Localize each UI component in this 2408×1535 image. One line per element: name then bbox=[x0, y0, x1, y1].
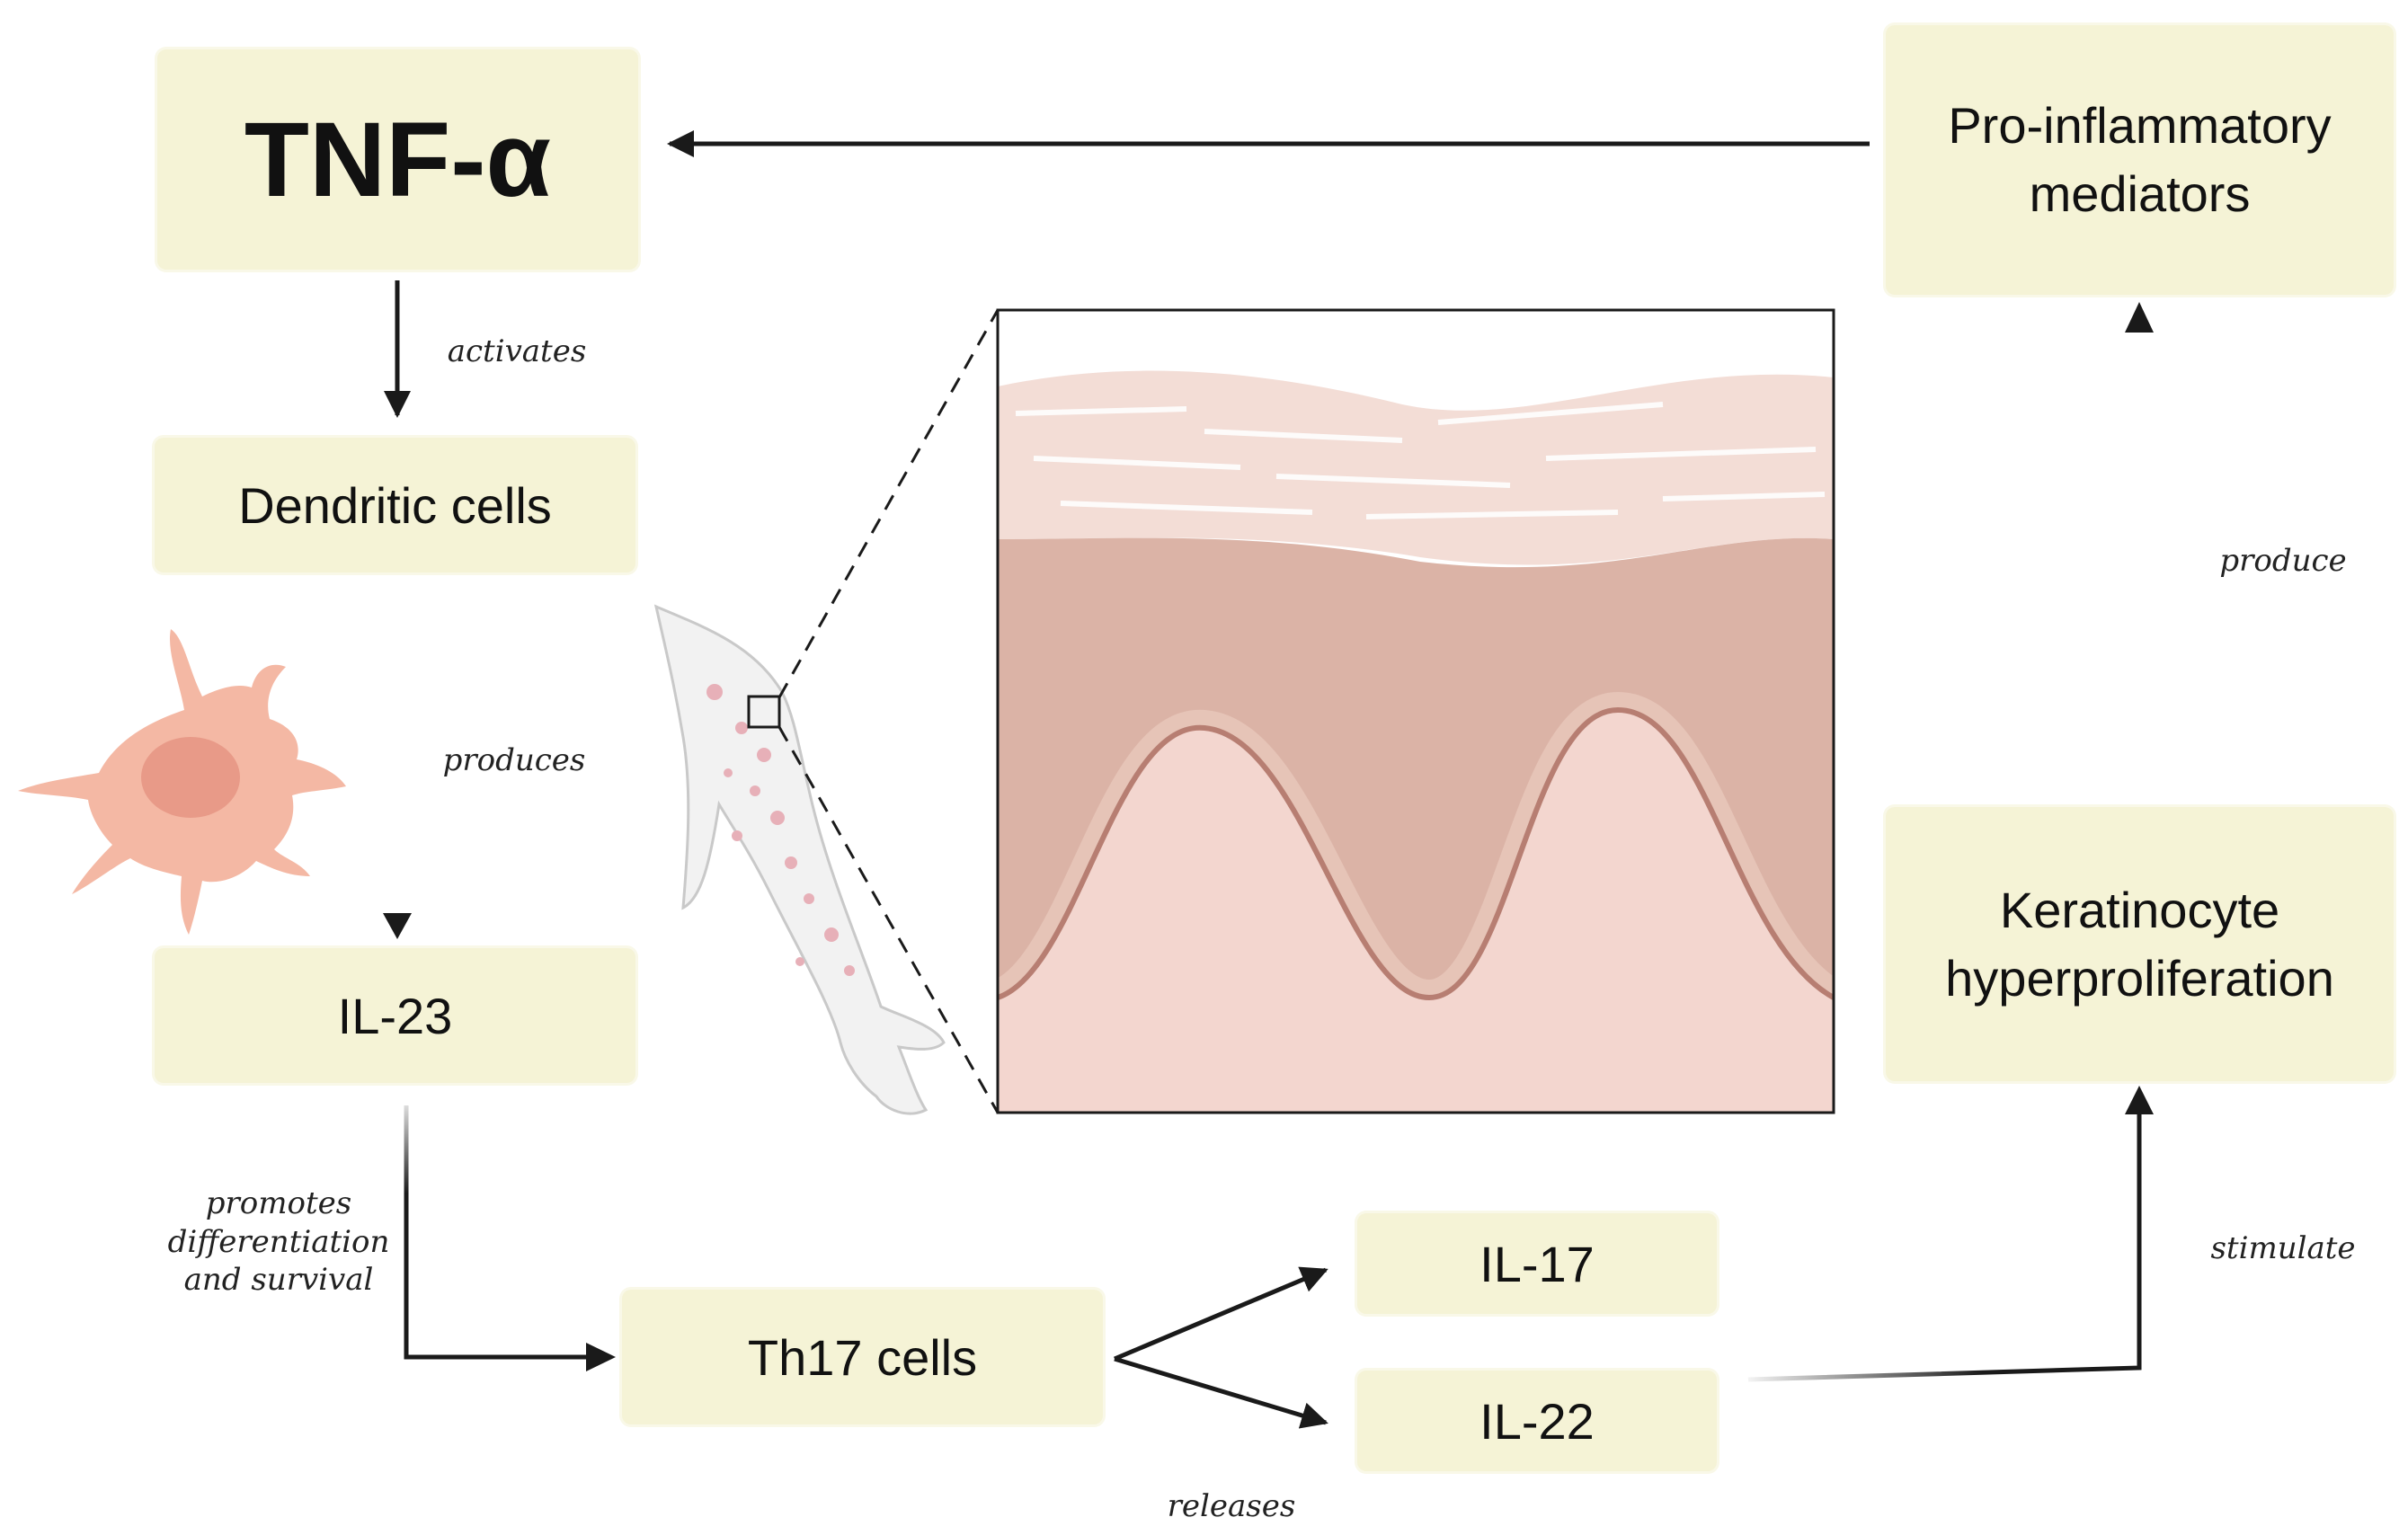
dendritic-cells-node: Dendritic cells bbox=[155, 438, 635, 572]
il23-node: IL-23 bbox=[155, 948, 635, 1083]
promotes-line3: and survival bbox=[183, 1262, 374, 1298]
arrow-il23-to-th17 bbox=[404, 1105, 593, 1360]
edge-label-activates: activates bbox=[447, 333, 587, 369]
il17-label: IL-17 bbox=[1479, 1235, 1595, 1292]
promotes-line1: promotes bbox=[205, 1185, 352, 1221]
keratinocyte-label-line2: hyperproliferation bbox=[1945, 949, 2334, 1007]
edge-label-produces: produces bbox=[442, 742, 586, 778]
dendritic-cells-label: Dendritic cells bbox=[238, 476, 552, 534]
keratinocyte-label-line1: Keratinocyte bbox=[1999, 881, 2280, 938]
th17-cells-label: Th17 cells bbox=[747, 1328, 978, 1386]
il22-label: IL-22 bbox=[1479, 1392, 1595, 1450]
arm-illustration bbox=[653, 604, 946, 1115]
il23-label: IL-23 bbox=[337, 987, 453, 1044]
arrow-th17-to-il17 bbox=[1114, 1266, 1328, 1362]
dendritic-cell-icon bbox=[18, 629, 346, 935]
il22-node: IL-22 bbox=[1357, 1371, 1717, 1471]
arrow-il22-to-keratinocyte bbox=[1747, 1105, 2142, 1382]
skin-cross-section bbox=[998, 310, 1834, 1113]
edge-label-produce: produce bbox=[2219, 543, 2347, 579]
edge-label-promotes: promotes differentiation and survival bbox=[153, 1185, 404, 1300]
arrow-th17-to-il22 bbox=[1114, 1356, 1328, 1429]
tnf-alpha-node: TNF-α bbox=[157, 49, 638, 270]
th17-cells-node: Th17 cells bbox=[622, 1290, 1103, 1424]
keratinocyte-hyperproliferation-node: Keratinocyte hyperproliferation bbox=[1886, 807, 2394, 1081]
pro-inflammatory-mediators-node: Pro-inflammatory mediators bbox=[1886, 25, 2394, 295]
proinflammatory-label-line2: mediators bbox=[2029, 165, 2251, 222]
proinflammatory-label-line1: Pro-inflammatory bbox=[1948, 97, 2332, 155]
il17-node: IL-17 bbox=[1357, 1213, 1717, 1314]
edge-label-releases: releases bbox=[1167, 1488, 1296, 1524]
edge-label-stimulate: stimulate bbox=[2210, 1230, 2356, 1266]
tnf-alpha-label: TNF-α bbox=[244, 100, 552, 219]
promotes-line2: differentiation bbox=[167, 1223, 390, 1260]
